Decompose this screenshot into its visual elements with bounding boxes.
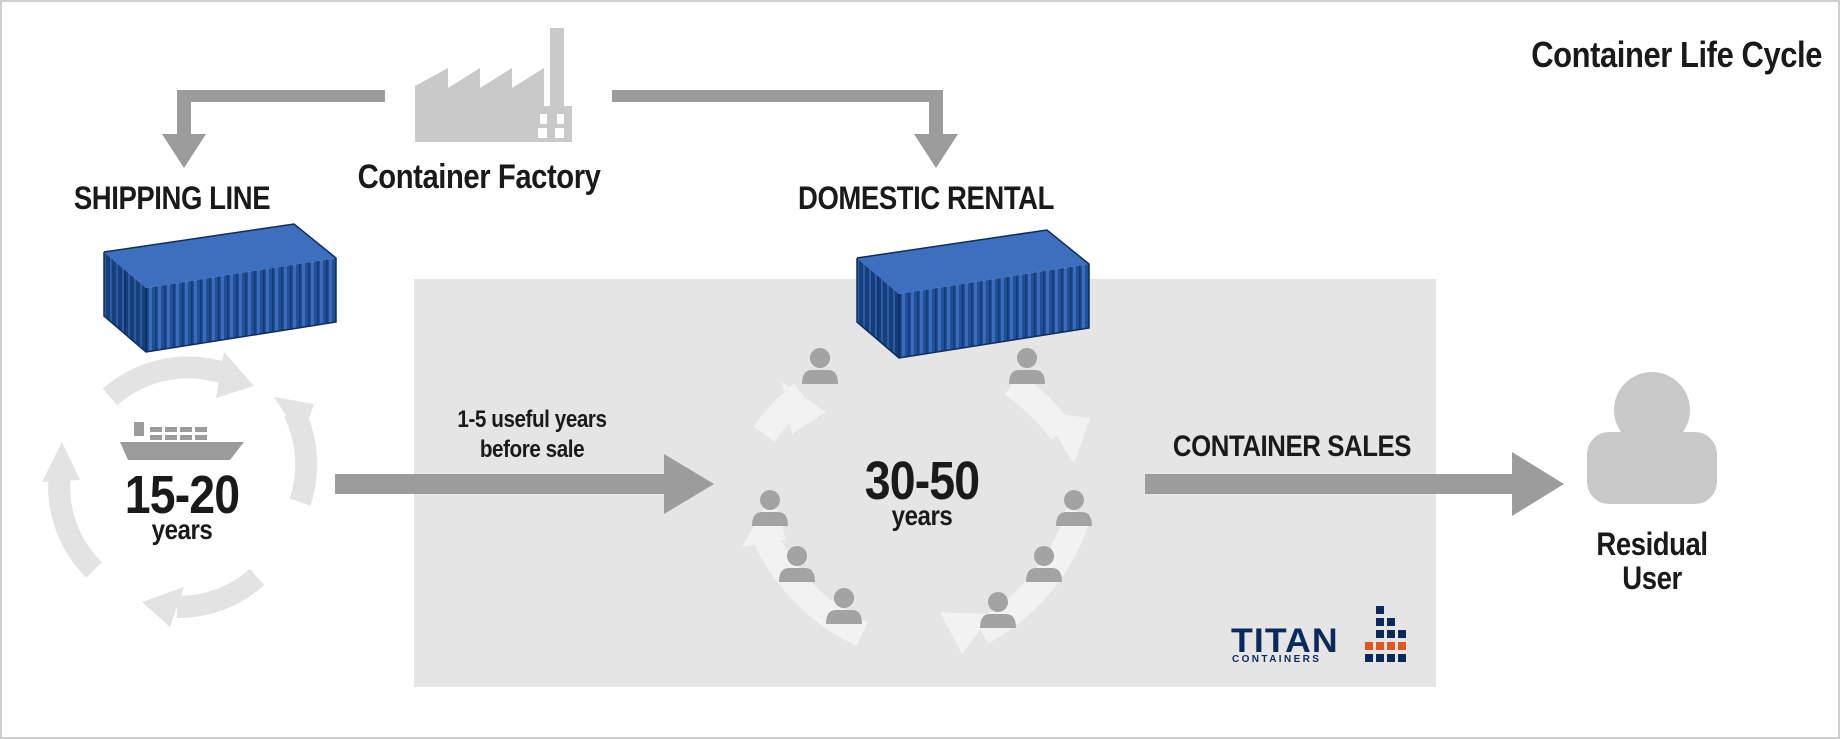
- transfer-arrow: [335, 454, 714, 514]
- shipping-years-value: 15-20: [124, 465, 240, 525]
- domestic-rental-label: DOMESTIC RENTAL: [797, 180, 1054, 216]
- shipping-container-icon: [103, 223, 337, 353]
- shipping-years-unit: years: [151, 514, 213, 545]
- rental-years-unit: years: [891, 500, 953, 531]
- factory-label: Container Factory: [357, 158, 601, 196]
- sales-arrow: [1145, 452, 1564, 516]
- titan-logo-sub: CONTAINERS: [1232, 654, 1322, 665]
- factory-to-rental-arrow: [612, 90, 958, 168]
- ship-icon: [120, 422, 244, 460]
- transfer-label-line2: before sale: [479, 436, 585, 463]
- user-icon: [1587, 372, 1717, 504]
- residual-user-label-line1: Residual: [1596, 526, 1708, 562]
- factory-to-shipping-arrow: [162, 90, 385, 168]
- titan-logo-name: TITAN: [1231, 622, 1339, 660]
- titan-logo-blocks: [1365, 606, 1406, 662]
- transfer-label-line1: 1-5 useful years: [457, 406, 607, 433]
- rental-years-value: 30-50: [864, 451, 980, 511]
- shipping-line-label: SHIPPING LINE: [73, 180, 271, 216]
- shipping-cycle-arrowheads: [42, 352, 314, 627]
- sales-label: CONTAINER SALES: [1172, 430, 1412, 463]
- factory-icon: [415, 28, 572, 142]
- rental-cycle-arrowheads: [742, 382, 1090, 654]
- residual-user-label-line2: User: [1622, 560, 1682, 596]
- page-title: Container Life Cycle: [1531, 34, 1822, 75]
